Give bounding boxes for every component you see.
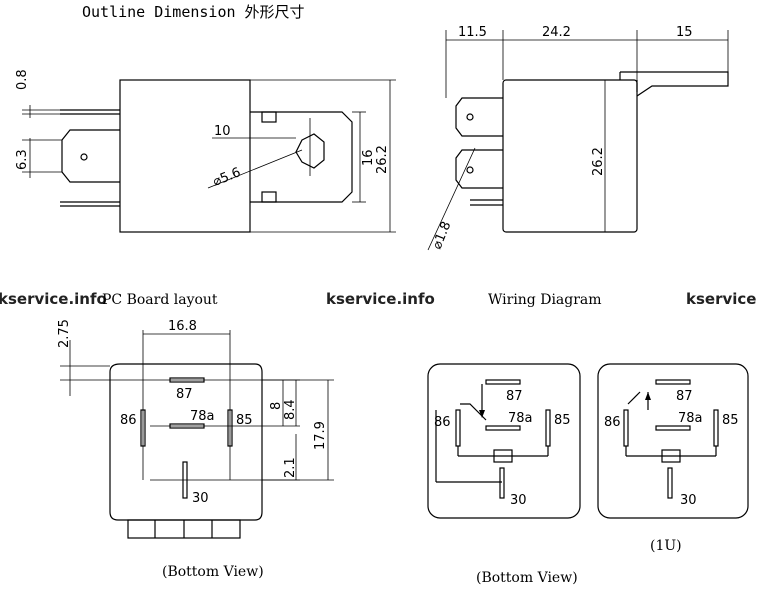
- dim-26-2-front: 26.2: [591, 147, 606, 176]
- wiring-a-pin-86: 86: [434, 415, 451, 430]
- dim-hole-5-6: ⌀5.6: [211, 165, 243, 190]
- watermark-1: kservice.info: [0, 290, 107, 308]
- pcb-outline: [109, 363, 263, 521]
- wiring-a-pin-30: 30: [510, 493, 527, 508]
- terminal-blade: [61, 129, 120, 183]
- mounting-tab: [620, 71, 729, 97]
- dim-16: 16: [361, 149, 376, 166]
- dim-2-75: 2.75: [57, 319, 72, 348]
- wiring-b-pin-87: 87: [676, 389, 693, 404]
- pcb-title: PC Board layout: [102, 292, 218, 308]
- dim-17-9: 17.9: [313, 421, 328, 450]
- bottom-view-label-2: (Bottom View): [476, 570, 578, 586]
- dim-24-2: 24.2: [542, 25, 571, 40]
- pcb-layout: 2.75 16.8 8 8.4 17.9 2.1 87 78a 86 85 30…: [57, 319, 334, 580]
- dim-26-2-side: 26.2: [375, 145, 390, 174]
- pin-label-78a: 78a: [190, 409, 215, 424]
- dim-6-3: 6.3: [15, 149, 30, 170]
- wiring-diagram-b: 87 78a 86 85 30: [597, 363, 749, 519]
- mounting-hole: [295, 133, 325, 169]
- wiring-a-pin-85: 85: [554, 413, 571, 428]
- dim-16-8: 16.8: [168, 319, 197, 334]
- pin-label-87: 87: [176, 387, 193, 402]
- outline-title: Outline Dimension 外形尺寸: [82, 3, 305, 21]
- wiring-b-outline: [597, 363, 749, 519]
- variant-label: (1U): [650, 538, 682, 554]
- watermark-3: kservice: [686, 290, 756, 308]
- switch-arm-a: [460, 403, 487, 421]
- pin-label-86: 86: [120, 413, 137, 428]
- dim-8: 8: [269, 402, 284, 410]
- front-view: 11.5 24.2 15 26.2 ⌀1.8: [427, 25, 729, 251]
- side-view: 0.8 6.3 10 ⌀5.6 16 26.2: [15, 69, 396, 233]
- dim-pin-1-8: ⌀1.8: [430, 219, 455, 251]
- wiring-a-outline: [427, 363, 581, 519]
- wiring-a-pin-87: 87: [506, 389, 523, 404]
- bottom-view-label-1: (Bottom View): [162, 564, 264, 580]
- wiring-b-pin-78a: 78a: [678, 411, 703, 426]
- dim-15: 15: [676, 25, 693, 40]
- mounting-bracket: [250, 111, 353, 203]
- watermark-2: kservice.info: [326, 290, 435, 308]
- wiring-title: Wiring Diagram: [488, 292, 602, 308]
- wiring-a-pin-78a: 78a: [508, 411, 533, 426]
- dim-2-1: 2.1: [283, 457, 298, 478]
- dim-10: 10: [214, 124, 231, 139]
- switch-arm-b: [627, 391, 641, 405]
- coil-symbol-a: [493, 449, 513, 463]
- pin-label-30: 30: [192, 491, 209, 506]
- relay-body: [119, 79, 251, 233]
- dim-11-5: 11.5: [458, 25, 487, 40]
- wiring-diagram-a: 87 78a 86 85 30: [427, 363, 581, 519]
- dim-0-8: 0.8: [15, 69, 30, 90]
- wiring-b-pin-86: 86: [604, 415, 621, 430]
- wiring-b-pin-85: 85: [722, 413, 739, 428]
- coil-symbol-b: [661, 449, 681, 463]
- pin-label-85: 85: [236, 413, 253, 428]
- wiring-b-pin-30: 30: [680, 493, 697, 508]
- dim-8-4: 8.4: [283, 399, 298, 420]
- relay-body-front: [502, 79, 638, 233]
